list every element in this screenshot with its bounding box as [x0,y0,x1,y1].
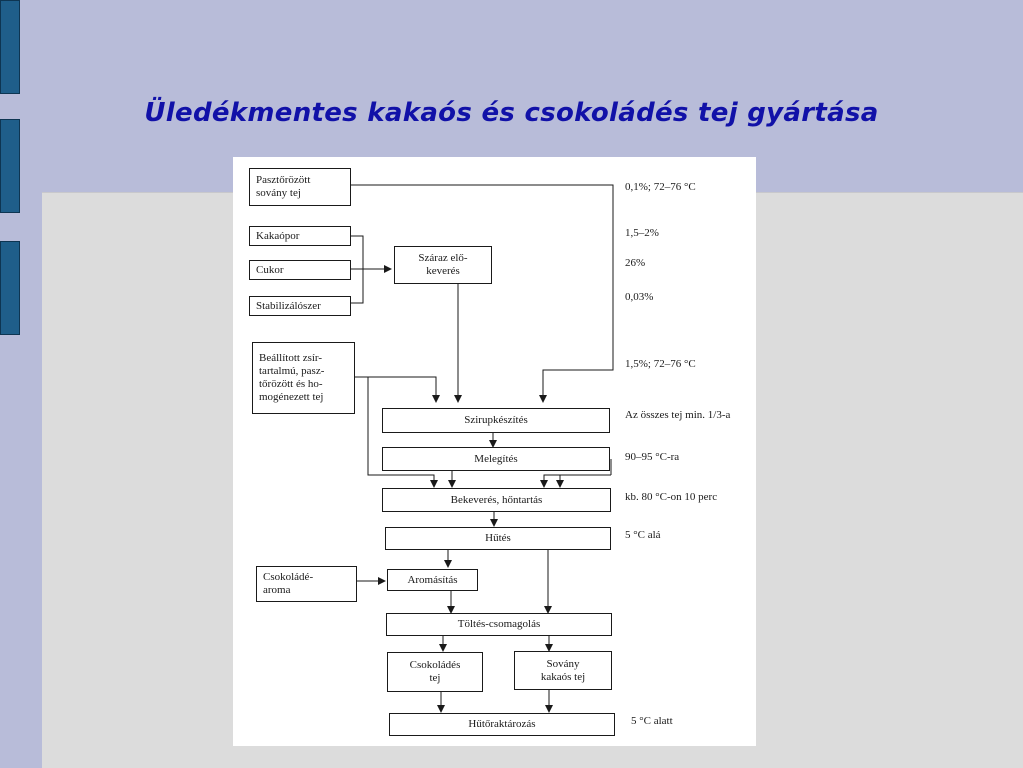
note-sugar: 26% [625,257,646,269]
note-stabilizer: 0,03% [625,291,654,303]
fat-milk-line [355,376,440,403]
process-flow-diagram: Pasztőrözött sovány tej Kakaópor Cukor S… [233,157,756,746]
note-mixing: kb. 80 °C-on 10 perc [625,491,718,503]
slide-title: Üledékmentes kakaós és csokoládés tej gy… [144,98,879,128]
input-sugar: Cukor [249,260,351,280]
product-skim-cocoa-milk: Sovány kakaós tej [514,651,612,690]
input-stabilizer: Stabilizálószer [249,296,351,316]
step-mixing-holding: Bekeverés, hőntartás [382,488,611,512]
flow-connectors [351,184,614,713]
step-syrup-making: Szirupkészítés [382,408,610,433]
note-heating: 90–95 °C-ra [625,451,680,463]
step-filling-packaging: Töltés-csomagolás [386,613,612,636]
input-fat-adjusted-milk: Beállított zsír- tartalmú, pasz- tőrözöt… [252,342,355,414]
side-tab-2 [0,119,20,213]
side-tab-1 [0,0,20,94]
step-dry-premix: Száraz elő- keverés [394,246,492,284]
input-skim-milk: Pasztőrözött sovány tej [249,168,351,206]
note-syrup: Az összes tej min. 1/3-a [625,409,731,421]
step-cold-storage: Hűtőraktározás [389,713,615,736]
note-storage: 5 °C alatt [631,715,673,727]
note-skim-milk: 0,1%; 72–76 °C [625,181,696,193]
input-cocoa-powder: Kakaópor [249,226,351,246]
bypass-right-a [556,474,611,488]
note-cooling: 5 °C alá [625,529,661,541]
step-flavoring: Aromásítás [387,569,478,591]
side-tab-3 [0,241,20,335]
step-cooling: Hűtés [385,527,611,550]
input-chocolate-aroma: Csokoládé- aroma [256,566,357,602]
step-heating: Melegítés [382,447,610,471]
bypass-right-b [540,474,611,488]
product-chocolate-milk: Csokoládés tej [387,652,483,692]
note-fat-milk: 1,5%; 72–76 °C [625,358,696,370]
bypass-left [367,377,438,488]
note-cocoa: 1,5–2% [625,227,659,239]
skim-milk-line [351,184,614,403]
